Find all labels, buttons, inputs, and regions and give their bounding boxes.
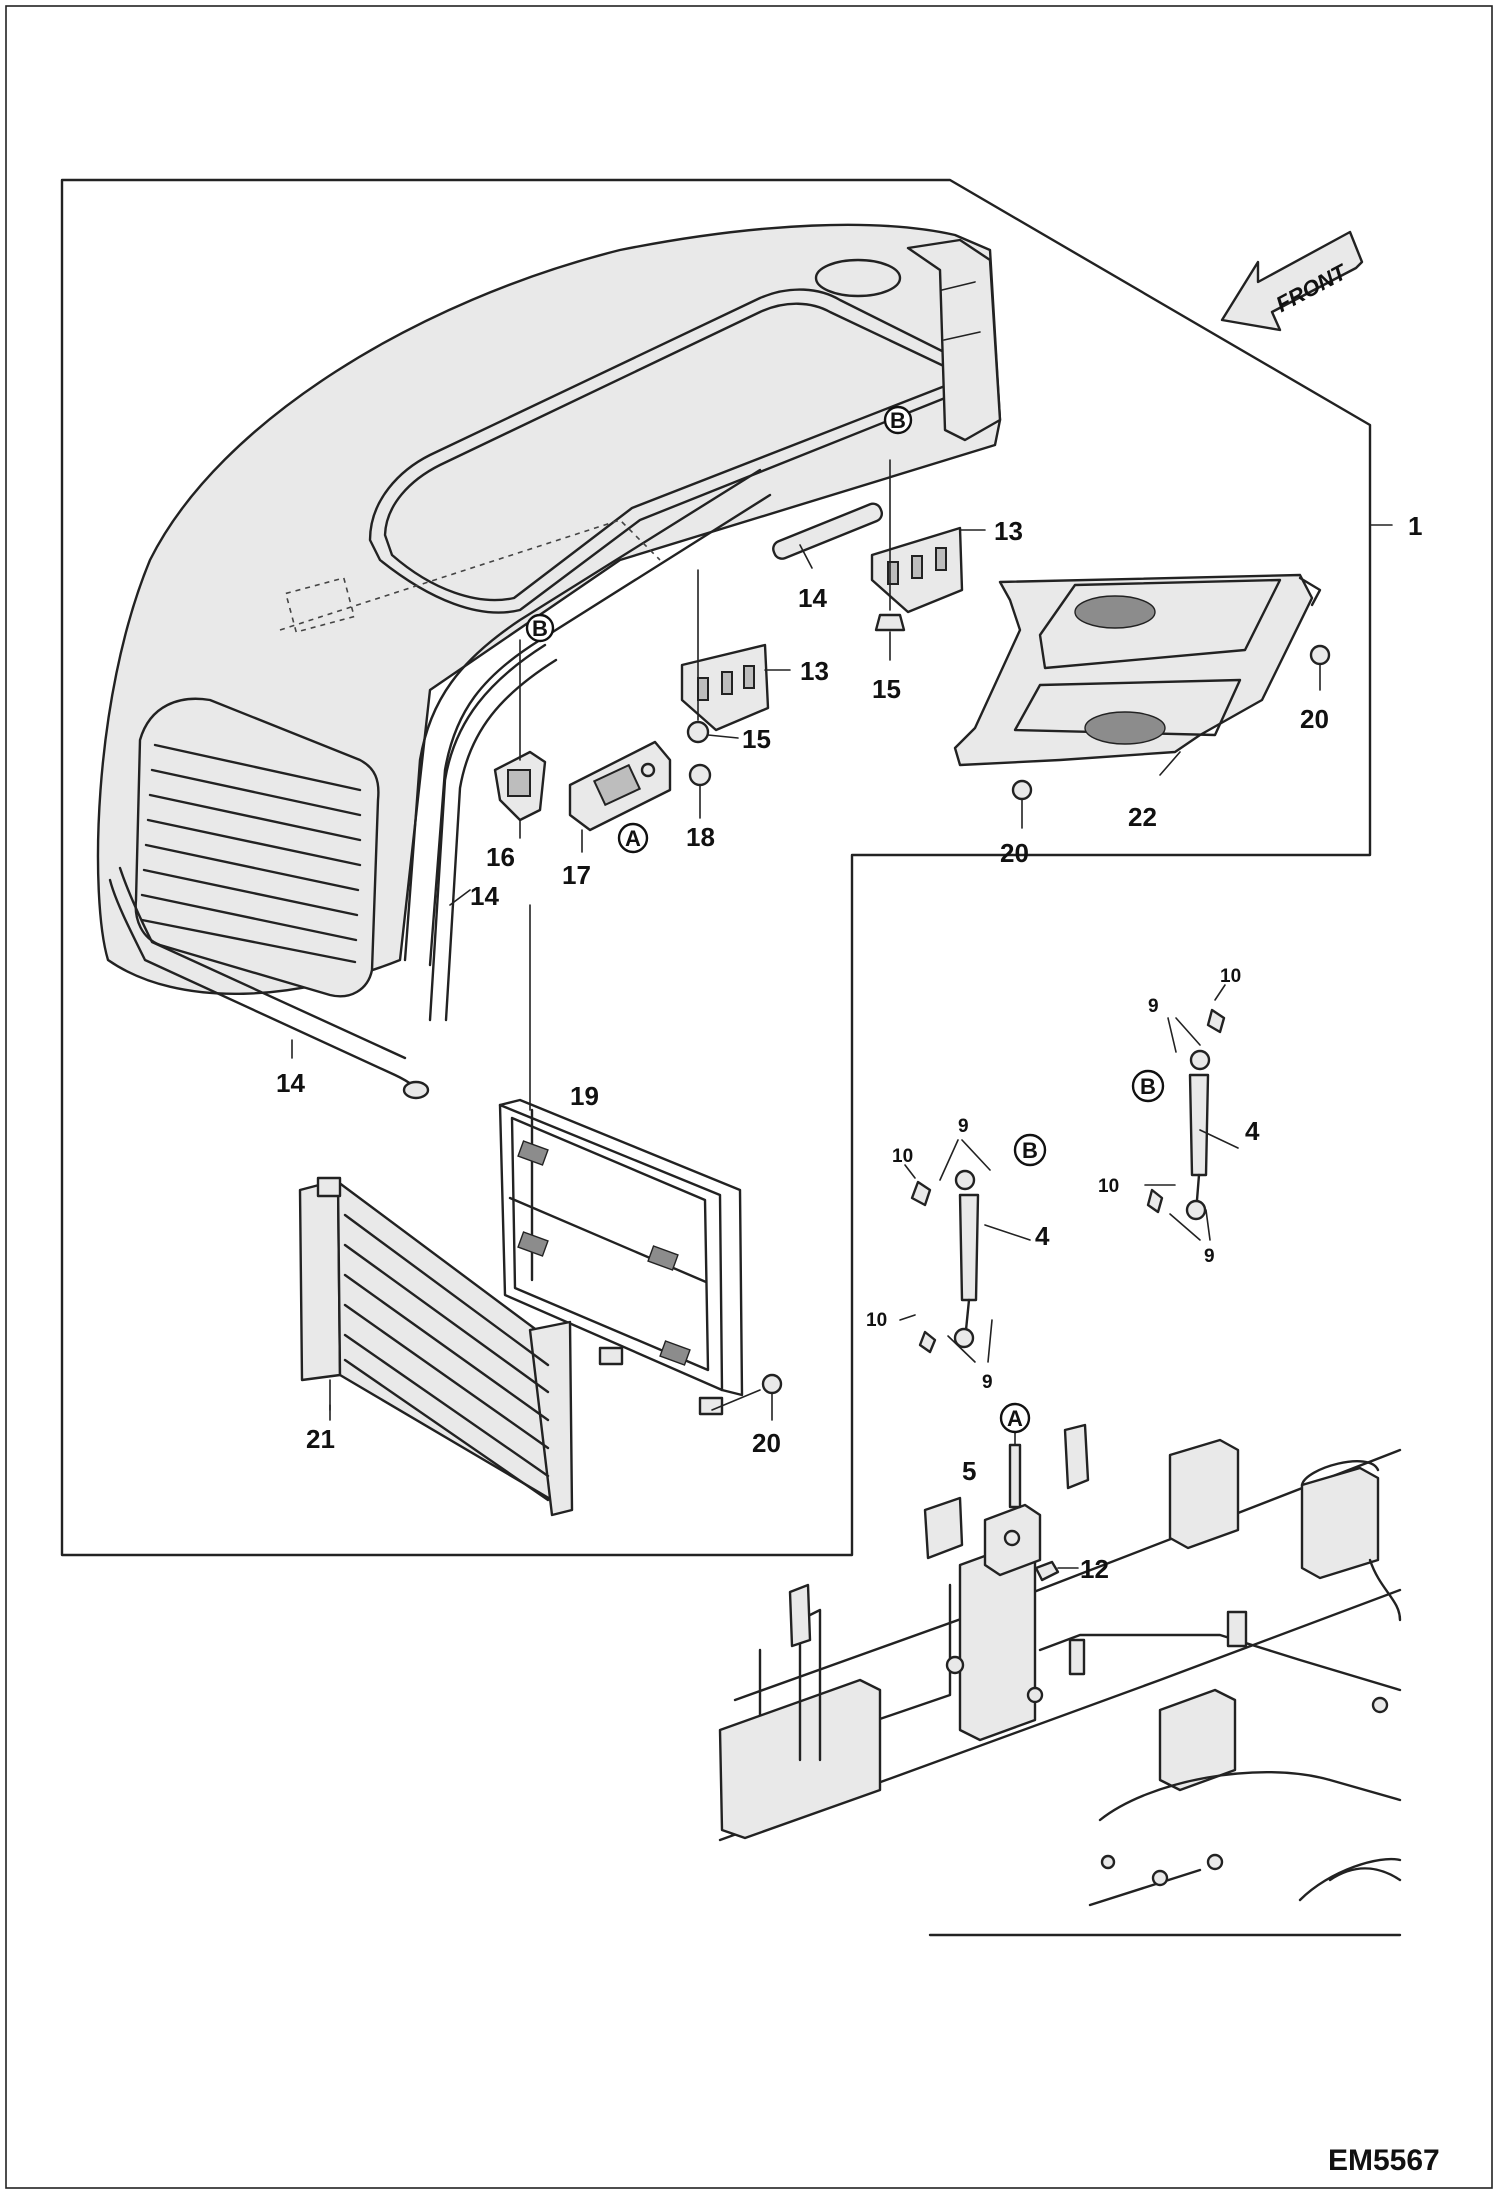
latch [493, 639, 547, 822]
page-border [5, 5, 1493, 2189]
engine-hood [96, 223, 1002, 998]
screen-frame [498, 904, 744, 1416]
callout-13-lower: 13 [800, 656, 829, 686]
svg-text:B: B [890, 408, 906, 433]
callout-12: 12 [1080, 1554, 1109, 1584]
callout-1: 1 [1408, 511, 1422, 541]
nut-18 [688, 763, 712, 819]
callout-10-left-bottom: 10 [866, 1310, 887, 1331]
lock-bracket [923, 1429, 1042, 1577]
callout-9-left-top: 9 [958, 1116, 969, 1137]
nut-20-cover-right [1309, 644, 1331, 691]
svg-text:A: A [625, 826, 641, 851]
svg-text:B: B [1022, 1138, 1038, 1163]
hinge-upper [870, 526, 964, 614]
callout-5: 5 [962, 1456, 976, 1486]
svg-text:B: B [532, 616, 548, 641]
callout-20-cover-right: 20 [1300, 704, 1329, 734]
rear-grille [134, 697, 380, 998]
callout-10-right-top: 10 [1220, 966, 1241, 987]
upperstructure-frame [718, 1438, 1402, 1937]
callout-22: 22 [1128, 802, 1157, 832]
cover-mesh-lower [1084, 711, 1166, 745]
bolt-lower [686, 569, 710, 744]
seal-strip-lower [108, 866, 430, 1100]
callout-10-right-bottom: 10 [1098, 1176, 1119, 1197]
callout-14-top: 14 [798, 583, 827, 613]
bolt-12 [1034, 1560, 1079, 1582]
callout-9-right-bottom: 9 [1204, 1246, 1215, 1267]
bolt-upper [874, 459, 906, 632]
access-cover [953, 573, 1322, 767]
callout-15-upper: 15 [872, 674, 901, 704]
callout-4-left: 4 [1035, 1221, 1050, 1251]
gas-spring-left [910, 1169, 980, 1354]
cover-mesh-upper [1074, 595, 1156, 629]
nut-20-cover-left [1011, 779, 1033, 829]
front-direction-arrow: FRONT [1220, 230, 1364, 332]
callout-14-lower: 14 [276, 1068, 305, 1098]
ref-marker-b-spring-right: B [1131, 1069, 1165, 1103]
seal-strip-top [772, 502, 884, 560]
callout-19: 19 [570, 1081, 599, 1111]
svg-text:B: B [1140, 1074, 1156, 1099]
callout-10-left-top: 10 [892, 1146, 913, 1167]
ref-marker-b-hood-right: B [883, 405, 913, 435]
nut-20-cooler [711, 1373, 783, 1421]
fuel-cap-opening [814, 258, 902, 298]
callout-17: 17 [562, 860, 591, 890]
callout-9-right-top: 9 [1148, 996, 1159, 1017]
ref-marker-a-bracket: A [999, 1402, 1031, 1434]
callout-14-side: 14 [470, 881, 499, 911]
callout-13-upper: 13 [994, 516, 1023, 546]
ref-marker-a-plate: A [617, 822, 649, 854]
callout-18: 18 [686, 822, 715, 852]
seal-strip-side [428, 643, 558, 1022]
callout-9-left-bottom: 9 [982, 1372, 993, 1393]
callout-21: 21 [306, 1424, 335, 1454]
callout-20-cover-left: 20 [1000, 838, 1029, 868]
hinge-lower [680, 643, 770, 732]
ref-marker-b-hood-left: B [525, 613, 555, 643]
ref-marker-b-spring-left: B [1013, 1133, 1047, 1167]
oil-cooler [298, 1176, 574, 1517]
gas-spring-right [1146, 1008, 1226, 1221]
striker-plate [568, 740, 672, 832]
bracket-left-post [788, 1423, 1090, 1648]
callout-15-lower: 15 [742, 724, 771, 754]
callout-16: 16 [486, 842, 515, 872]
drawing-code: EM5567 [1328, 2144, 1440, 2177]
callout-4-right: 4 [1245, 1116, 1260, 1146]
assembly-boundary [60, 178, 1372, 1557]
callout-20-cooler: 20 [752, 1428, 781, 1458]
svg-text:A: A [1007, 1406, 1023, 1431]
